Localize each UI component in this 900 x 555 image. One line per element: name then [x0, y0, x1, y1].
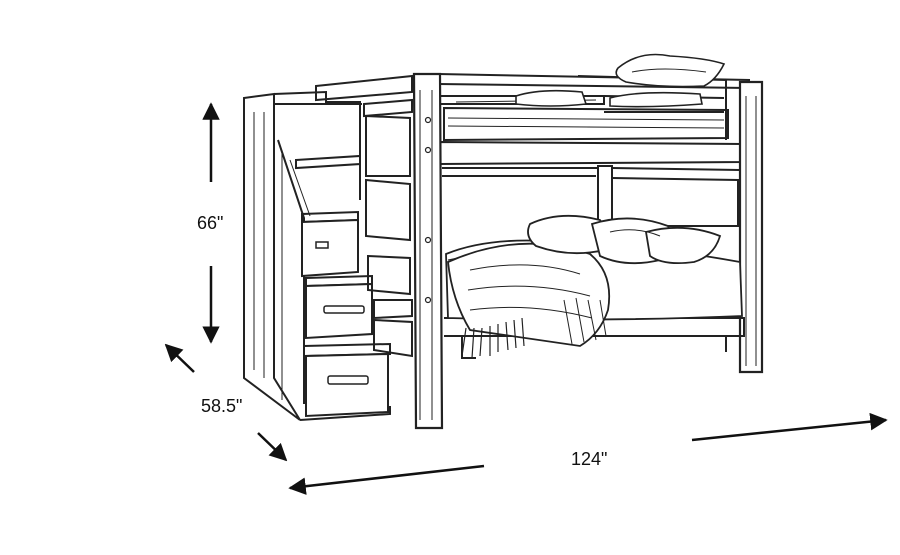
bed-frame-upper: [315, 73, 751, 177]
stair-drawer-handle-1: [315, 241, 329, 249]
depth-dimension-label: 58.5": [201, 396, 243, 416]
stair-drawer-handle-2: [323, 305, 365, 314]
depth-arrow-up: [164, 343, 195, 373]
post-front-left: [412, 72, 444, 430]
dimension-arrows: [164, 102, 888, 495]
width-arrow-left: [288, 464, 485, 495]
post-middle: [597, 165, 613, 225]
depth-arrow-down: [257, 432, 288, 462]
width-dimension-label: 124": [571, 449, 608, 469]
stair-drawer-handle-3: [327, 375, 369, 385]
staircase: [243, 90, 391, 421]
width-arrow-right: [691, 412, 888, 442]
bed-legs: [416, 371, 762, 429]
height-dimension-label: 66": [197, 213, 224, 233]
upper-pillow: [515, 53, 726, 108]
lower-bedding: [445, 214, 743, 359]
